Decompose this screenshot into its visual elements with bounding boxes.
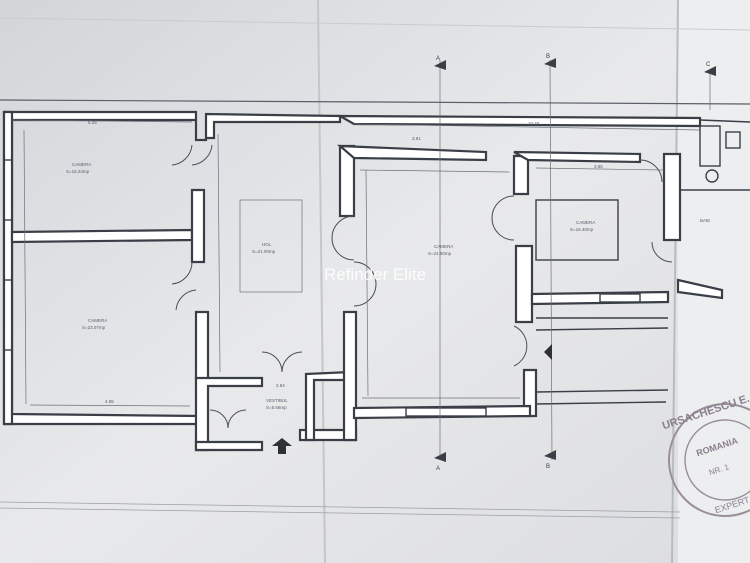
section-arrow-c-top [704,66,716,76]
room-center-area: S=24.80mp [428,251,452,256]
door-hall-1 [171,144,213,166]
dimension-labels: 5.25 10.40 4.85 2.84 3.81 3.85 [88,120,603,404]
wall-center-left-lower [342,310,358,442]
window-left-2 [3,279,13,351]
dim-line-right [535,167,665,171]
vestibule-area: S=5.56mp [266,405,287,410]
terrace-lines [535,317,669,405]
window-right-room [599,293,641,303]
wall-room-right-top [513,150,642,164]
wall-center-right [512,154,530,196]
door-center-right [491,195,528,367]
entry-arrow-icon [272,438,292,454]
toilet-icon [705,169,719,183]
hall-stair-mark [239,199,303,293]
dim-line-top-left [11,119,193,123]
section-arrow-a-bottom [434,452,446,462]
watermark-text: Refinder Elite [324,265,426,284]
wall-center-right-mid [514,244,534,324]
bathtub-icon [699,125,721,167]
stamp-outer-ring [668,403,750,517]
dim-line-bottom-left [29,404,191,407]
wall-divider-left-rooms [10,228,194,244]
left-block [2,110,358,452]
door-right-room [639,159,673,263]
room-top-left-area: S=16.24mp [66,169,90,174]
stamp-inner-ring [684,419,750,501]
door-vestibule-2 [209,409,247,429]
wall-center-top [336,144,488,162]
section-line-b [549,59,553,461]
wall-center-right-low [522,368,538,418]
section-arrow-a-top [434,60,446,70]
dim-line-vertical-hall [217,133,221,373]
border-line-bottom [0,501,681,513]
fold-line-center [317,0,326,563]
fold-line-horizontal [0,17,750,31]
dim-line-vertical-left [23,129,27,405]
room-bottom-left-name: CAMERA [88,318,107,323]
room-right-name: CAMERA [576,220,595,225]
bath-name: BAIE [700,218,710,223]
section-label-c-top: C [706,62,711,68]
dim-top-left: 5.25 [88,120,97,125]
section-arrow-b-top [544,58,556,68]
room-bottom-left-area: S=23.07mp [82,325,106,330]
wall-room-right-side [662,152,682,242]
border-line-top [0,99,750,105]
wall-bath-right [676,278,724,300]
section-label-b-top: B [546,54,550,60]
room-center-name: CAMERA [434,244,453,249]
dim-bottom-left: 4.85 [105,399,114,404]
dim-vestibule-width: 2.84 [276,383,285,388]
bath-fixtures [680,119,750,191]
room-top-left-name: CAMERA [72,162,91,167]
paper-panel-right [678,0,750,563]
dim-corridor-right: 3.85 [594,164,603,169]
dim-line-top-center [353,123,701,131]
wall-left-outer [2,110,14,426]
dimension-lines [11,59,711,461]
dim-line-vertical-center [365,169,369,397]
rug-center [535,199,619,261]
right-block [335,114,724,420]
sink-icon [725,131,741,149]
vestibule-name: VESTIBUL [266,398,288,403]
room-labels: CAMERA S=16.24mp CAMERA S=23.07mp HOL S=… [66,162,710,410]
wall-hall-left-lower [194,310,210,382]
door-center-left [331,215,377,307]
dim-corridor-top: 3.81 [412,136,421,141]
section-label-b-bottom: B [546,464,550,470]
wall-vestibule-bottom [194,440,264,452]
fold-line-right [671,0,679,563]
hall-area: S=21.00mp [252,249,276,254]
room-right-area: S=15.40mp [570,227,594,232]
door-hall-2 [171,261,197,311]
border-line-bottom-2 [0,507,681,519]
door-vestibule [261,351,303,373]
dim-line-center-top [359,169,511,173]
window-center-bottom [405,407,487,417]
section-marks: A B C A B [434,54,716,472]
dim-top-center: 10.40 [528,121,540,126]
section-label-a-bottom: A [436,466,440,472]
section-label-a-top: A [436,56,440,62]
wall-hall-left [190,188,206,264]
window-left-1 [3,159,13,221]
terrace-arrow-icon [544,344,552,360]
doors [171,144,673,429]
hall-name: HOL [262,242,272,247]
section-arrow-b-bottom [544,450,556,460]
bath-wall-outline [680,119,750,191]
